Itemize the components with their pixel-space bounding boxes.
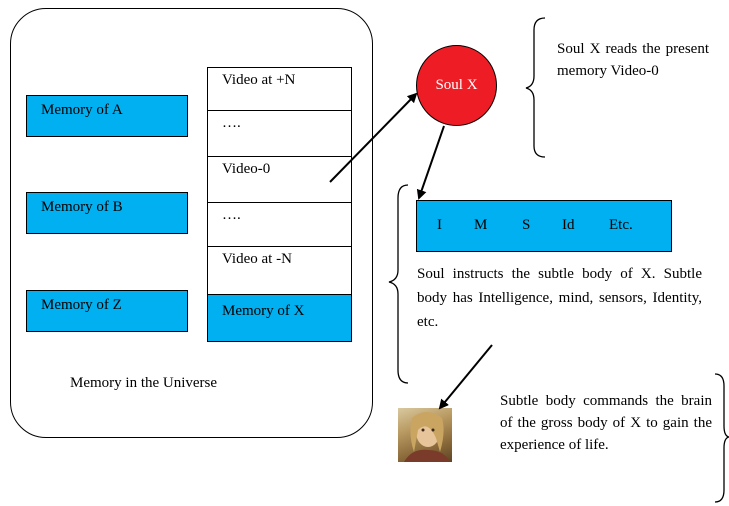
memory-box-z: Memory of Z — [26, 290, 188, 332]
subtle-note-brace — [388, 184, 409, 384]
video-cell-memory-x: Memory of X — [207, 295, 352, 342]
universe-memory-container — [10, 8, 373, 438]
gross-body-note: Subtle body commands the brain of the gr… — [500, 393, 712, 453]
subtle-body-note: Soul instructs the subtle body of X. Sub… — [417, 266, 702, 330]
gross-note-brace — [714, 373, 729, 503]
person-photo — [398, 408, 452, 462]
memory-box-b: Memory of B — [26, 192, 188, 234]
video-stack: Video at +N …. Video-0 …. Video at -N Me… — [207, 67, 352, 342]
arrow-soul-to-subtle-body — [416, 125, 445, 200]
soul-note-brace — [525, 17, 546, 158]
video-cell-plus-n: Video at +N — [207, 67, 352, 111]
universe-label: Memory in the Universe — [70, 375, 218, 391]
arrow-subtle-to-gross — [438, 344, 493, 410]
video-cell-minus-n: Video at -N — [207, 247, 352, 295]
soul-x-circle: Soul X — [416, 45, 497, 126]
subtle-item-m: M — [474, 217, 488, 233]
subtle-item-i: I — [437, 217, 442, 233]
video-cell-ellipsis-lower: …. — [207, 203, 352, 247]
video-cell-ellipsis-upper: …. — [207, 111, 352, 157]
arrow-video-to-soul — [329, 92, 418, 183]
video-cell-zero: Video-0 — [207, 157, 352, 203]
subtle-item-id: Id — [562, 217, 575, 233]
subtle-body-box: I M S Id Etc. — [416, 200, 672, 252]
subtle-item-s: S — [522, 217, 531, 233]
memory-box-a: Memory of A — [26, 95, 188, 137]
soul-note: Soul X reads the present memory Video-0 — [557, 41, 709, 79]
subtle-item-etc: Etc. — [609, 217, 633, 233]
